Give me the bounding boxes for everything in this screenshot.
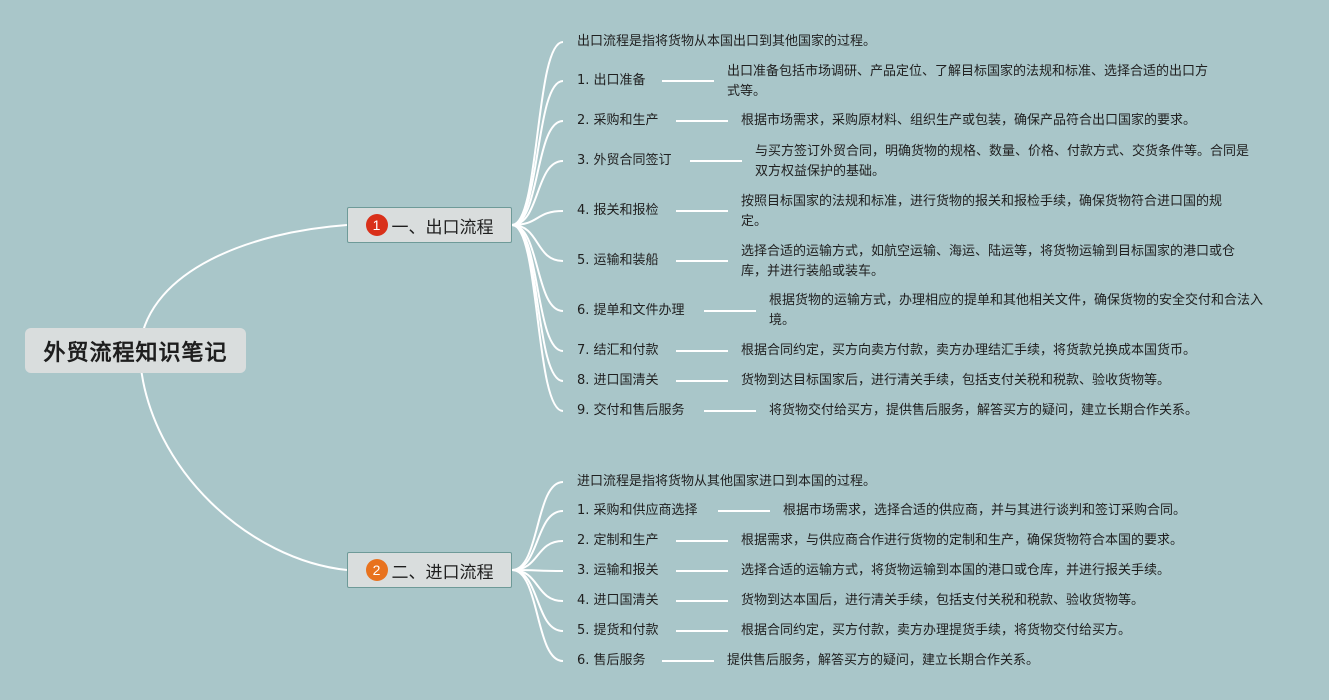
branch-intro-text: 出口流程是指将货物从本国出口到其他国家的过程。	[577, 34, 877, 49]
connector-step	[511, 224, 564, 412]
step-description[interactable]: 选择合适的运输方式，如航空运输、海运、陆运等，将货物运输到目标国家的港口或仓库，…	[741, 244, 1236, 279]
step-description[interactable]: 根据货物的运输方式，办理相应的提单和其他相关文件，确保货物的安全交付和合法入境。	[769, 293, 1264, 328]
root-title: 外贸流程知识笔记	[43, 340, 228, 366]
step-label[interactable]: 3. 运输和报关	[577, 563, 659, 578]
step-label[interactable]: 1. 采购和供应商选择	[577, 503, 698, 518]
step-description[interactable]: 货物到达目标国家后，进行清关手续，包括支付关税和税款、验收货物等。	[741, 373, 1171, 388]
step-description[interactable]: 货物到达本国后，进行清关手续，包括支付关税和税款、验收货物等。	[741, 593, 1145, 608]
step-label[interactable]: 1. 出口准备	[577, 73, 646, 88]
connector-step	[511, 80, 564, 226]
step-label[interactable]: 8. 进口国清关	[577, 373, 659, 388]
step-description[interactable]: 根据合同约定，买方付款，卖方办理提货手续，将货物交付给买方。	[741, 623, 1132, 638]
connector-step	[511, 120, 564, 226]
step-description[interactable]: 根据需求，与供应商合作进行货物的定制和生产，确保货物符合本国的要求。	[741, 533, 1184, 548]
step-label[interactable]: 4. 进口国清关	[577, 593, 659, 608]
step-label[interactable]: 6. 售后服务	[577, 653, 646, 668]
step-description[interactable]: 根据合同约定，买方向卖方付款，卖方办理结汇手续，将货款兑换成本国货币。	[741, 343, 1197, 358]
connector-step	[511, 160, 564, 226]
branch-topic-import[interactable]: 2 二、进口流程	[347, 552, 512, 588]
step-description[interactable]: 根据市场需求，采购原材料、组织生产或包装，确保产品符合出口国家的要求。	[741, 113, 1197, 128]
step-description[interactable]: 选择合适的运输方式，将货物运输到本国的港口或仓库，并进行报关手续。	[741, 563, 1171, 578]
number-badge-icon: 2	[365, 559, 388, 581]
step-label[interactable]: 7. 结汇和付款	[577, 343, 659, 358]
step-label[interactable]: 9. 交付和售后服务	[577, 403, 685, 418]
step-description[interactable]: 出口准备包括市场调研、产品定位、了解目标国家的法规和标准、选择合适的出口方式等。	[727, 64, 1209, 99]
root-topic[interactable]: 外贸流程知识笔记	[25, 328, 246, 373]
step-description[interactable]: 按照目标国家的法规和标准，进行货物的报关和报检手续，确保货物符合进口国的规定。	[741, 194, 1223, 229]
step-description[interactable]: 根据市场需求，选择合适的供应商，并与其进行谈判和签订采购合同。	[783, 503, 1187, 518]
number-badge-icon: 1	[365, 214, 388, 236]
branch-label: 一、出口流程	[391, 217, 494, 238]
connector-root-to-import	[139, 359, 348, 571]
step-description[interactable]: 将货物交付给买方，提供售后服务，解答买方的疑问，建立长期合作关系。	[769, 403, 1199, 418]
branch-topic-export[interactable]: 1 一、出口流程	[347, 207, 512, 243]
branch-label: 二、进口流程	[391, 562, 494, 583]
step-label[interactable]: 5. 运输和装船	[577, 253, 659, 268]
step-description[interactable]: 提供售后服务，解答买方的疑问，建立长期合作关系。	[727, 653, 1040, 668]
step-label[interactable]: 5. 提货和付款	[577, 623, 659, 638]
step-label[interactable]: 2. 采购和生产	[577, 113, 659, 128]
connector-step	[511, 540, 564, 571]
step-label[interactable]: 6. 提单和文件办理	[577, 303, 685, 318]
connector-step	[511, 224, 564, 262]
connector-step	[511, 510, 564, 571]
step-label[interactable]: 3. 外贸合同签订	[577, 153, 672, 168]
connector-step	[511, 224, 564, 382]
connector-step	[511, 210, 564, 226]
step-label[interactable]: 2. 定制和生产	[577, 533, 659, 548]
connector-intro	[511, 481, 564, 571]
connector-step	[511, 569, 564, 602]
branch-intro-text: 进口流程是指将货物从其他国家进口到本国的过程。	[577, 474, 877, 489]
connector-intro	[511, 41, 564, 226]
step-label[interactable]: 4. 报关和报检	[577, 203, 659, 218]
connector-root-to-export	[139, 224, 348, 346]
connector-step	[511, 569, 564, 662]
step-description[interactable]: 与买方签订外贸合同，明确货物的规格、数量、价格、付款方式、交货条件等。合同是双方…	[755, 144, 1250, 179]
